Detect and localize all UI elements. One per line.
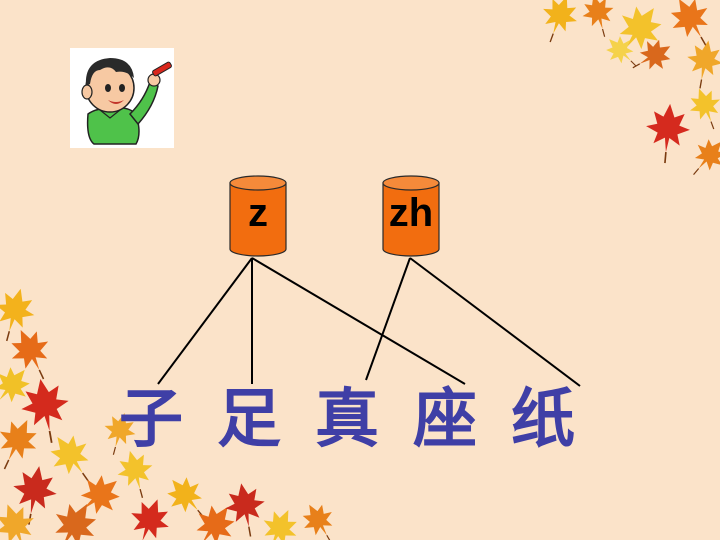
connector-line <box>251 257 466 385</box>
character-row: 子 足 真 座 纸 <box>112 380 582 460</box>
connector-line <box>157 257 253 385</box>
cylinder-z: z <box>229 175 287 257</box>
boy-drawing-icon <box>70 48 174 148</box>
character-zhi: 纸 <box>511 383 575 457</box>
connector-line <box>365 257 411 381</box>
character-zhen: 真 <box>315 383 379 457</box>
cylinder-label: zh <box>388 191 434 235</box>
character-zi: 子 <box>119 383 183 457</box>
cylinder-zh: zh <box>382 175 440 257</box>
cylinder-label: z <box>248 191 268 235</box>
connector-line <box>409 257 581 387</box>
character-zu: 足 <box>217 383 281 457</box>
character-zuo: 座 <box>413 383 477 457</box>
